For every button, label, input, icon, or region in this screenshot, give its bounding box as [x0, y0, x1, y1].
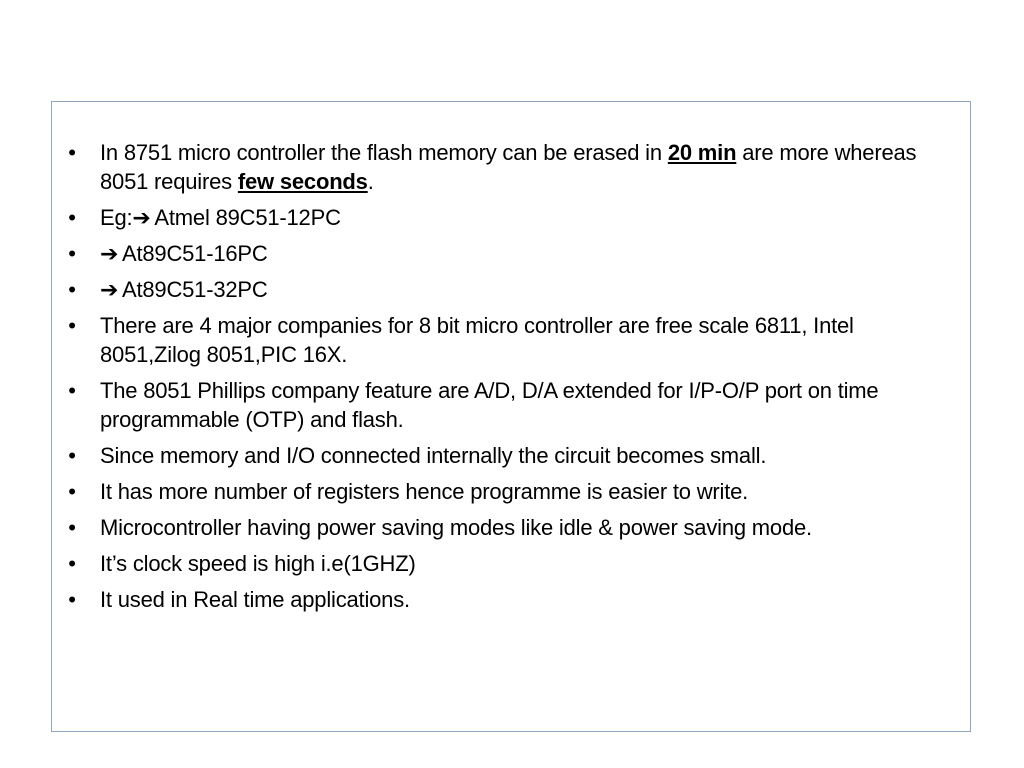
list-item: • ➔At89C51-32PC	[52, 275, 970, 304]
bullet-icon: •	[68, 378, 76, 403]
slide-content-frame: • In 8751 micro controller the flash mem…	[51, 101, 971, 732]
item-text: In 8751 micro controller the flash memor…	[100, 140, 668, 165]
bullet-icon: •	[68, 587, 76, 612]
list-item: • Microcontroller having power saving mo…	[52, 513, 970, 542]
item-text: It’s clock speed is high i.e(1GHZ)	[100, 551, 416, 576]
list-item: • It used in Real time applications.	[52, 585, 970, 614]
item-text: Since memory and I/O connected internall…	[100, 443, 767, 468]
item-text: It used in Real time applications.	[100, 587, 410, 612]
arrow-right-icon: ➔	[132, 205, 151, 230]
bullet-list: • In 8751 micro controller the flash mem…	[52, 138, 970, 621]
emphasis-text: few seconds	[237, 169, 368, 194]
item-text: The 8051 Phillips company feature are A/…	[100, 378, 879, 432]
bullet-icon: •	[68, 313, 76, 338]
bullet-icon: •	[68, 515, 76, 540]
list-item: • It’s clock speed is high i.e(1GHZ)	[52, 549, 970, 578]
bullet-icon: •	[68, 205, 76, 230]
list-item: • The 8051 Phillips company feature are …	[52, 376, 970, 434]
item-text: At89C51-16PC	[122, 241, 268, 266]
item-text: At89C51-32PC	[122, 277, 268, 302]
list-item: • In 8751 micro controller the flash mem…	[52, 138, 970, 196]
bullet-icon: •	[68, 277, 76, 302]
bullet-icon: •	[68, 551, 76, 576]
bullet-icon: •	[68, 479, 76, 504]
item-prefix: Eg:	[100, 205, 133, 230]
bullet-icon: •	[68, 443, 76, 468]
emphasis-text: 20 min	[667, 140, 737, 165]
item-text: Microcontroller having power saving mode…	[100, 515, 812, 540]
arrow-right-icon: ➔	[100, 241, 119, 266]
item-text: There are 4 major companies for 8 bit mi…	[100, 313, 854, 367]
item-text: .	[367, 169, 374, 194]
arrow-right-icon: ➔	[100, 277, 119, 302]
list-item: • Eg:➔Atmel 89C51-12PC	[52, 203, 970, 232]
list-item: • ➔At89C51-16PC	[52, 239, 970, 268]
list-item: • Since memory and I/O connected interna…	[52, 441, 970, 470]
item-text: are more whereas 8051 requires	[100, 140, 917, 194]
bullet-icon: •	[68, 241, 76, 266]
bullet-icon: •	[68, 140, 76, 165]
item-text: It has more number of registers hence pr…	[100, 479, 749, 504]
list-item: • It has more number of registers hence …	[52, 477, 970, 506]
item-text: Atmel 89C51-12PC	[154, 205, 341, 230]
list-item: • There are 4 major companies for 8 bit …	[52, 311, 970, 369]
